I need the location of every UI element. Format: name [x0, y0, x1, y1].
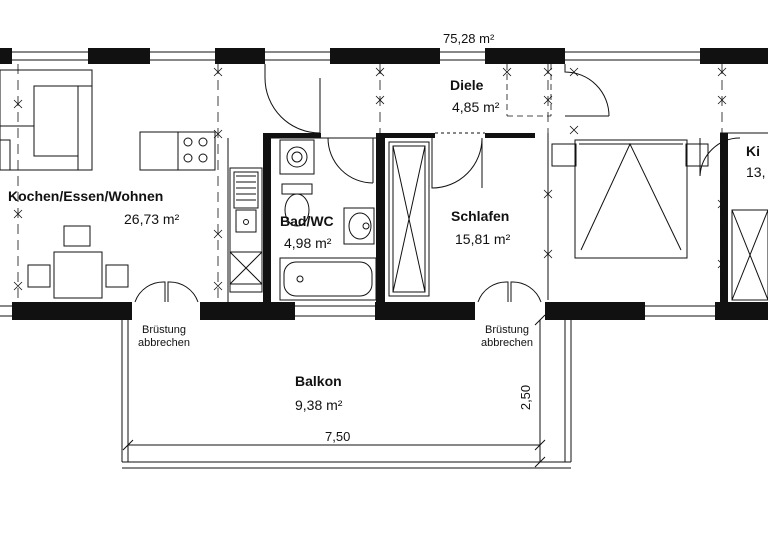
bed [551, 139, 709, 259]
note-bruestung-left: Brüstung abbrechen [138, 324, 190, 350]
room-name-diele: Diele [450, 77, 484, 93]
note-line: abbrechen [481, 337, 533, 349]
interior-walls [263, 133, 728, 303]
note-line: abbrechen [138, 337, 190, 349]
bottom-window-lines [0, 305, 715, 317]
wash-basin [343, 207, 375, 245]
total-area-label: 75,28 m² [443, 31, 495, 46]
doors [134, 64, 741, 303]
room-area-schlafen: 15,81 m² [455, 231, 511, 247]
wardrobe [388, 141, 430, 297]
note-line: Brüstung [141, 324, 187, 336]
dining-table [27, 225, 129, 299]
room-name-kind: Ki [746, 143, 760, 159]
washer [279, 139, 315, 175]
kitchen-sink [229, 167, 263, 293]
room-area-diele: 4,85 m² [452, 99, 500, 115]
dimension-depth-label: 2,50 [518, 384, 534, 411]
room-area-kind: 13, [746, 164, 766, 180]
bottom-wall [12, 302, 768, 320]
room-name-schlafen: Schlafen [451, 208, 510, 224]
note-line: Brüstung [484, 324, 530, 336]
kitchen-counter [139, 131, 216, 171]
cabinet-kind [731, 209, 768, 301]
sofa [0, 69, 93, 171]
room-area-kochen: 26,73 m² [124, 211, 180, 227]
room-area-bad: 4,98 m² [284, 235, 332, 251]
note-bruestung-right: Brüstung abbrechen [481, 324, 533, 350]
room-area-balkon: 9,38 m² [295, 397, 343, 413]
top-window-lines [12, 51, 700, 61]
grid-markers [13, 64, 727, 300]
room-name-bad: Bad/WC [280, 213, 334, 229]
top-wall [0, 48, 768, 64]
bathtub [279, 257, 377, 301]
room-name-kochen: Kochen/Essen/Wohnen [8, 188, 164, 204]
room-name-balkon: Balkon [295, 373, 342, 389]
toilet [281, 183, 313, 227]
dimension-depth [534, 314, 546, 468]
dimension-width-label: 7,50 [325, 429, 351, 444]
